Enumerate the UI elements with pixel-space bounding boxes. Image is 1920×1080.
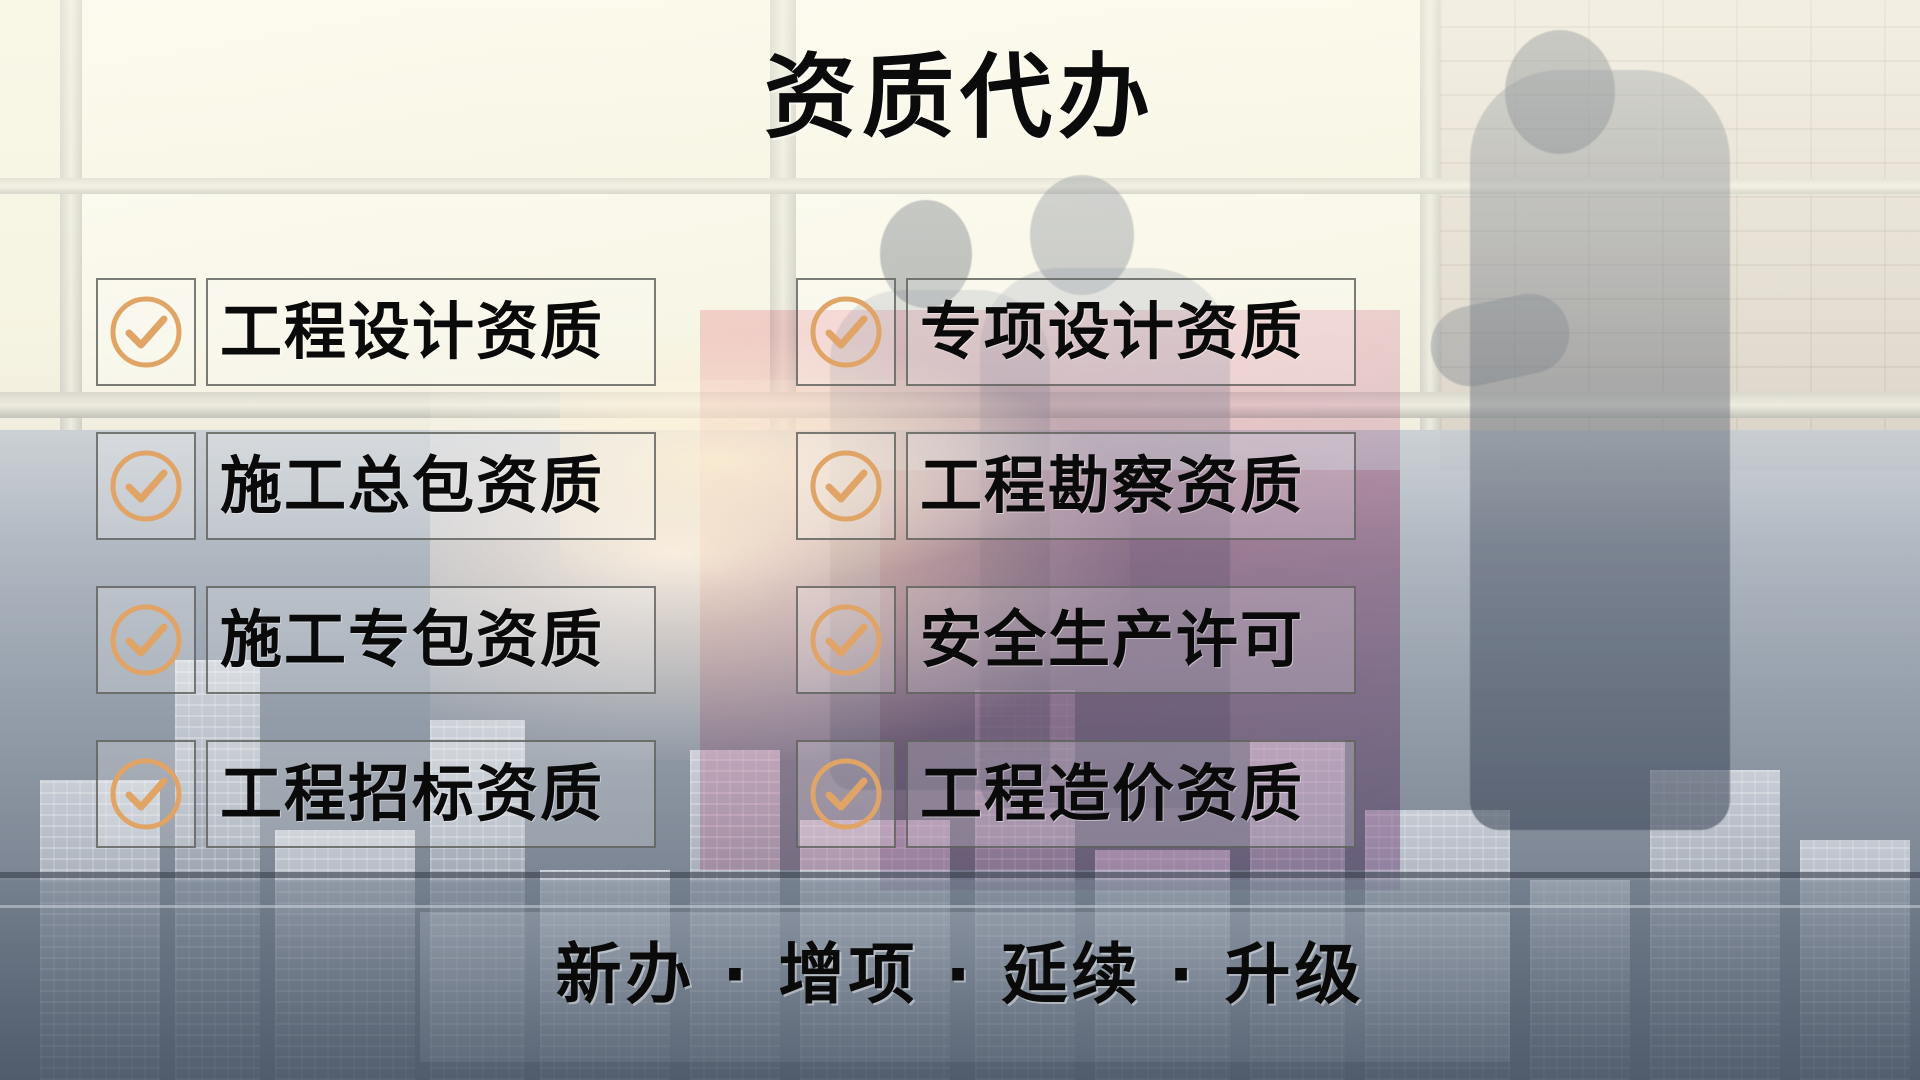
qualification-item-3[interactable]: 工程勘察资质 <box>796 432 1356 540</box>
check-circle-icon <box>796 740 896 848</box>
qualification-label-box: 工程设计资质 <box>206 278 656 386</box>
check-circle-icon <box>796 432 896 540</box>
qualification-label: 专项设计资质 <box>920 295 1305 368</box>
check-circle-icon <box>96 740 196 848</box>
check-circle-icon <box>796 586 896 694</box>
qualification-grid: 工程设计资质 专项设计资质 <box>96 278 1376 894</box>
qualification-label-box: 安全生产许可 <box>906 586 1356 694</box>
qualification-label-box: 工程招标资质 <box>206 740 656 848</box>
qualification-label-box: 施工总包资质 <box>206 432 656 540</box>
qualification-label-box: 施工专包资质 <box>206 586 656 694</box>
check-circle-icon <box>96 586 196 694</box>
qualification-label: 施工专包资质 <box>220 603 605 676</box>
qualification-item-5[interactable]: 安全生产许可 <box>796 586 1356 694</box>
qualification-row: 施工专包资质 安全生产许可 <box>96 586 1376 694</box>
check-circle-icon <box>796 278 896 386</box>
footer-text: 新办 · 增项 · 延续 · 升级 <box>555 936 1365 1013</box>
footer-backdrop <box>420 912 1510 1062</box>
qualification-item-4[interactable]: 施工专包资质 <box>96 586 656 694</box>
qualification-label: 工程造价资质 <box>920 757 1305 830</box>
qualification-label-box: 专项设计资质 <box>906 278 1356 386</box>
qualification-item-2[interactable]: 施工总包资质 <box>96 432 656 540</box>
qualification-label-box: 工程勘察资质 <box>906 432 1356 540</box>
footer: 新办 · 增项 · 延续 · 升级 <box>0 942 1920 1008</box>
qualification-label: 施工总包资质 <box>220 449 605 522</box>
page-title: 资质代办 <box>763 44 1156 151</box>
check-circle-icon <box>96 278 196 386</box>
qualification-item-7[interactable]: 工程造价资质 <box>796 740 1356 848</box>
qualification-row: 工程招标资质 工程造价资质 <box>96 740 1376 848</box>
qualification-label: 工程设计资质 <box>220 295 605 368</box>
check-circle-icon <box>96 432 196 540</box>
qualification-item-0[interactable]: 工程设计资质 <box>96 278 656 386</box>
qualification-label: 安全生产许可 <box>920 603 1305 676</box>
qualification-label: 工程勘察资质 <box>920 449 1305 522</box>
qualification-label: 工程招标资质 <box>220 757 605 830</box>
qualification-label-box: 工程造价资质 <box>906 740 1356 848</box>
qualification-item-6[interactable]: 工程招标资质 <box>96 740 656 848</box>
qualification-row: 施工总包资质 工程勘察资质 <box>96 432 1376 540</box>
qualification-item-1[interactable]: 专项设计资质 <box>796 278 1356 386</box>
qualification-row: 工程设计资质 专项设计资质 <box>96 278 1376 386</box>
